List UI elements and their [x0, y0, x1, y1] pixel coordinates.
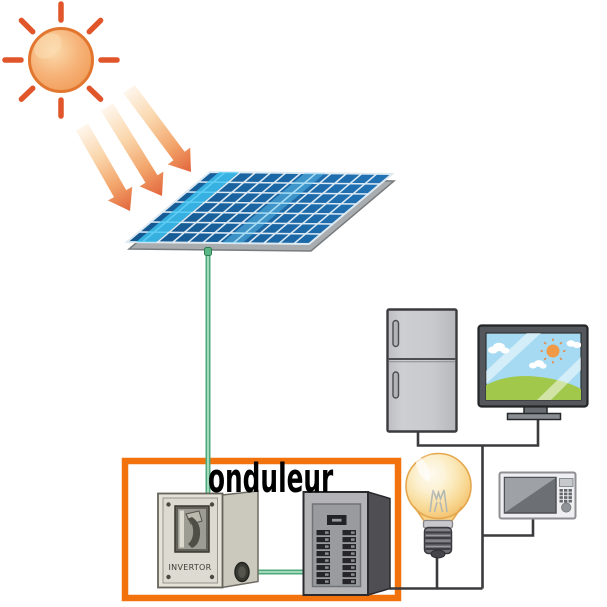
- panel-reflection: [222, 173, 325, 244]
- bulb-screw-base: [423, 526, 453, 559]
- microwave-keypad: [559, 489, 572, 503]
- onduleur-caption: onduleur: [208, 455, 334, 502]
- tv-screen-glare: [537, 357, 581, 400]
- dc-wire: [204, 247, 306, 575]
- sun-rays: [2, 1, 120, 119]
- light-bulb-icon: [405, 452, 472, 559]
- tv-icon: [477, 324, 589, 421]
- inverter-icon: INVERTOR: [157, 490, 259, 589]
- bulb-filament: [429, 489, 448, 513]
- microwave-icon: [498, 471, 577, 520]
- breaker-panel-icon: [302, 490, 391, 597]
- onduleur-highlight-box: [121, 457, 402, 602]
- fridge-handle: [392, 319, 400, 348]
- breaker-switches: [316, 530, 356, 585]
- sun-icon: [2, 1, 120, 119]
- inverter-screws: [166, 502, 215, 580]
- inverter-label: INVERTOR: [169, 563, 212, 572]
- sunlight-arrows-icon: [75, 84, 191, 211]
- microwave-display: [559, 478, 574, 487]
- microwave-dial: [561, 502, 572, 513]
- refrigerator-icon: [386, 308, 458, 433]
- panel-reflection: [136, 172, 239, 243]
- fridge-handle: [392, 371, 400, 399]
- tv-screen-glare: [486, 333, 541, 384]
- tv-sun: [540, 338, 566, 364]
- tv-clouds: [488, 340, 581, 369]
- solar-panel-icon: [124, 170, 397, 252]
- microwave-door: [503, 476, 557, 514]
- ac-wires: [389, 417, 540, 590]
- inverter-lever-handle: [187, 517, 201, 548]
